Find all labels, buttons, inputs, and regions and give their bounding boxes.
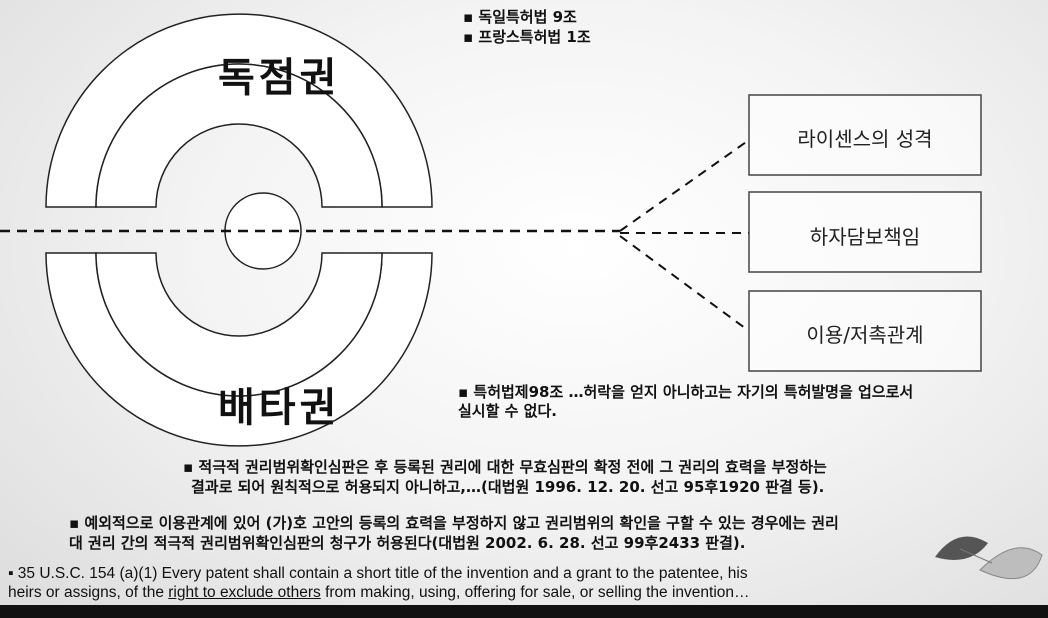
- middle-ring-bottom-half: [95, 252, 383, 397]
- leaf-stem-icon: [959, 548, 993, 564]
- box-license-nature: [748, 94, 982, 176]
- exclusive-right-top-label: 독점권: [218, 55, 341, 101]
- usc-note-line1: ▪ 35 U.S.C. 154 (a)(1) Every patent shal…: [8, 565, 748, 582]
- art98-note-line1: ▪ 특허법제98조 …허락을 얻지 아니하고는 자기의 특허발명을 업으로서: [458, 383, 914, 401]
- case1-note-line1: ▪ 적극적 권리범위확인심판은 후 등록된 권리에 대한 무효심판의 확정 전에…: [183, 458, 827, 476]
- leaves-decoration: [935, 536, 1043, 580]
- usc-note-line2: heirs or assigns, of the right to exclud…: [8, 582, 750, 603]
- box-use-conflict-relation: [748, 290, 982, 372]
- exclusive-right-bottom-label: 배타권: [218, 385, 341, 431]
- middle-ring-top-half: [95, 63, 383, 208]
- light-leaf-icon: [979, 547, 1043, 580]
- case2-note-line2: 대 권리 간의 적극적 권리범위확인심판의 청구가 허용된다(대법원 2002.…: [69, 534, 746, 552]
- box-warranty-liability: [748, 191, 982, 273]
- bottom-bar: [0, 605, 1048, 618]
- dark-leaf-icon: [935, 536, 988, 560]
- usc-line2-prefix: heirs or assigns, of the: [8, 584, 169, 601]
- case2-note-line1: ▪ 예외적으로 이용관계에 있어 (가)호 고안의 등록의 효력을 부정하지 않…: [69, 514, 839, 532]
- top-bullet-france: ▪ 프랑스특허법 1조: [463, 28, 591, 46]
- usc-line2-suffix: from making, using, offering for sale, o…: [320, 584, 750, 601]
- case1-note-line2: 결과로 되어 원칙적으로 허용되지 아니하고,…(대법원 1996. 12. 2…: [191, 478, 825, 496]
- box-label-use-conflict-relation: 이용/저촉관계: [806, 323, 924, 347]
- box-label-license-nature: 라이센스의 성격: [797, 127, 933, 151]
- top-bullet-germany: ▪ 독일특허법 9조: [463, 8, 577, 26]
- dashed-connector-bottom: [619, 235, 750, 332]
- right-to-exclude-link[interactable]: right to exclude others: [168, 584, 321, 601]
- art98-note-line2: 실시할 수 없다.: [458, 402, 557, 420]
- dashed-connector-top: [619, 139, 750, 232]
- box-label-warranty-liability: 하자담보책임: [809, 225, 921, 249]
